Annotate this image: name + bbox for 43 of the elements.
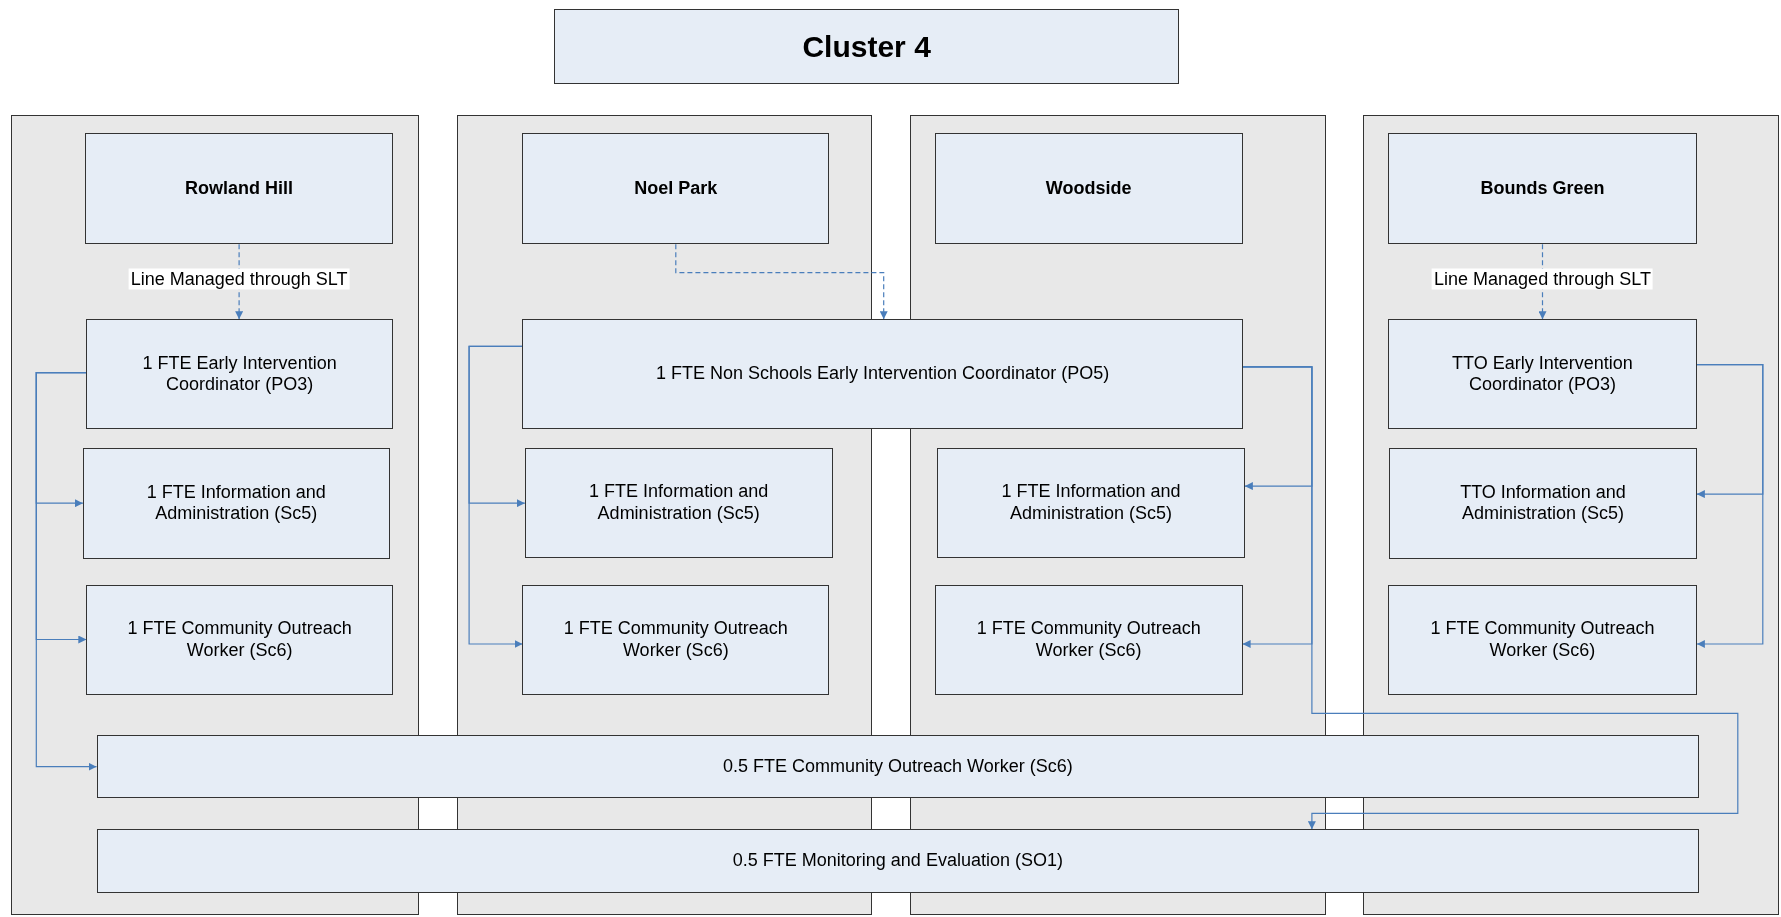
role-box (934, 584, 1243, 696)
role-box (96, 734, 1700, 799)
role-text: 1 FTE Community Outreach Worker (Sc6) (1429, 618, 1656, 662)
role-text: 1 FTE Information and Administration (Sc5) (1000, 481, 1182, 525)
school-header-box (85, 132, 393, 245)
header-text: Woodside (1045, 177, 1132, 200)
role-box (522, 319, 1243, 430)
role-text: 1 FTE Community Outreach Worker (Sc6) (562, 618, 789, 662)
header-text: Bounds Green (1480, 177, 1605, 200)
connector-arrow (35, 372, 98, 771)
header-text: Rowland Hill (185, 177, 294, 200)
role-text: 1 FTE Information and Administration (Sc5) (145, 481, 327, 525)
connector-arrow (1696, 364, 1764, 648)
connector-arrow (468, 345, 524, 648)
school-header-box (522, 132, 830, 245)
role-text: TTO Information and Administration (Sc5) (1459, 481, 1627, 525)
role-box (937, 447, 1245, 558)
school-header-box (934, 132, 1243, 245)
role-text: 0.5 FTE Monitoring and Evaluation (SO1) (732, 850, 1063, 872)
role-text: 1 FTE Information and Administration (Sc5) (588, 481, 770, 525)
role-box (82, 447, 390, 559)
edge-label: Line Managed through SLT (1432, 268, 1653, 290)
role-text: 1 FTE Community Outreach Worker (Sc6) (126, 618, 353, 662)
role-box (522, 584, 830, 696)
role-text: TTO Early Intervention Coordinator (PO3) (1451, 352, 1634, 396)
title-text: Cluster 4 (802, 28, 931, 65)
role-box (86, 584, 393, 696)
role-text: 1 FTE Non Schools Early Intervention Coordinator (PO5) (655, 363, 1110, 386)
connector-arrow (1242, 366, 1739, 830)
role-box (524, 447, 833, 558)
role-text: 1 FTE Community Outreach Worker (Sc6) (975, 618, 1202, 662)
edge-label: Line Managed through SLT (128, 268, 350, 290)
role-box (1388, 584, 1697, 696)
role-box (1388, 319, 1697, 430)
role-text: 0.5 FTE Community Outreach Worker (Sc6) (723, 755, 1073, 778)
role-text: 1 FTE Early Intervention Coordinator (PO3) (141, 352, 338, 396)
school-header-box (1388, 132, 1697, 245)
role-box (96, 829, 1700, 893)
dashed-arrow (675, 243, 888, 320)
role-box (86, 319, 393, 430)
header-text: Noel Park (634, 177, 718, 200)
role-box (1389, 447, 1697, 559)
title-box (554, 9, 1179, 85)
